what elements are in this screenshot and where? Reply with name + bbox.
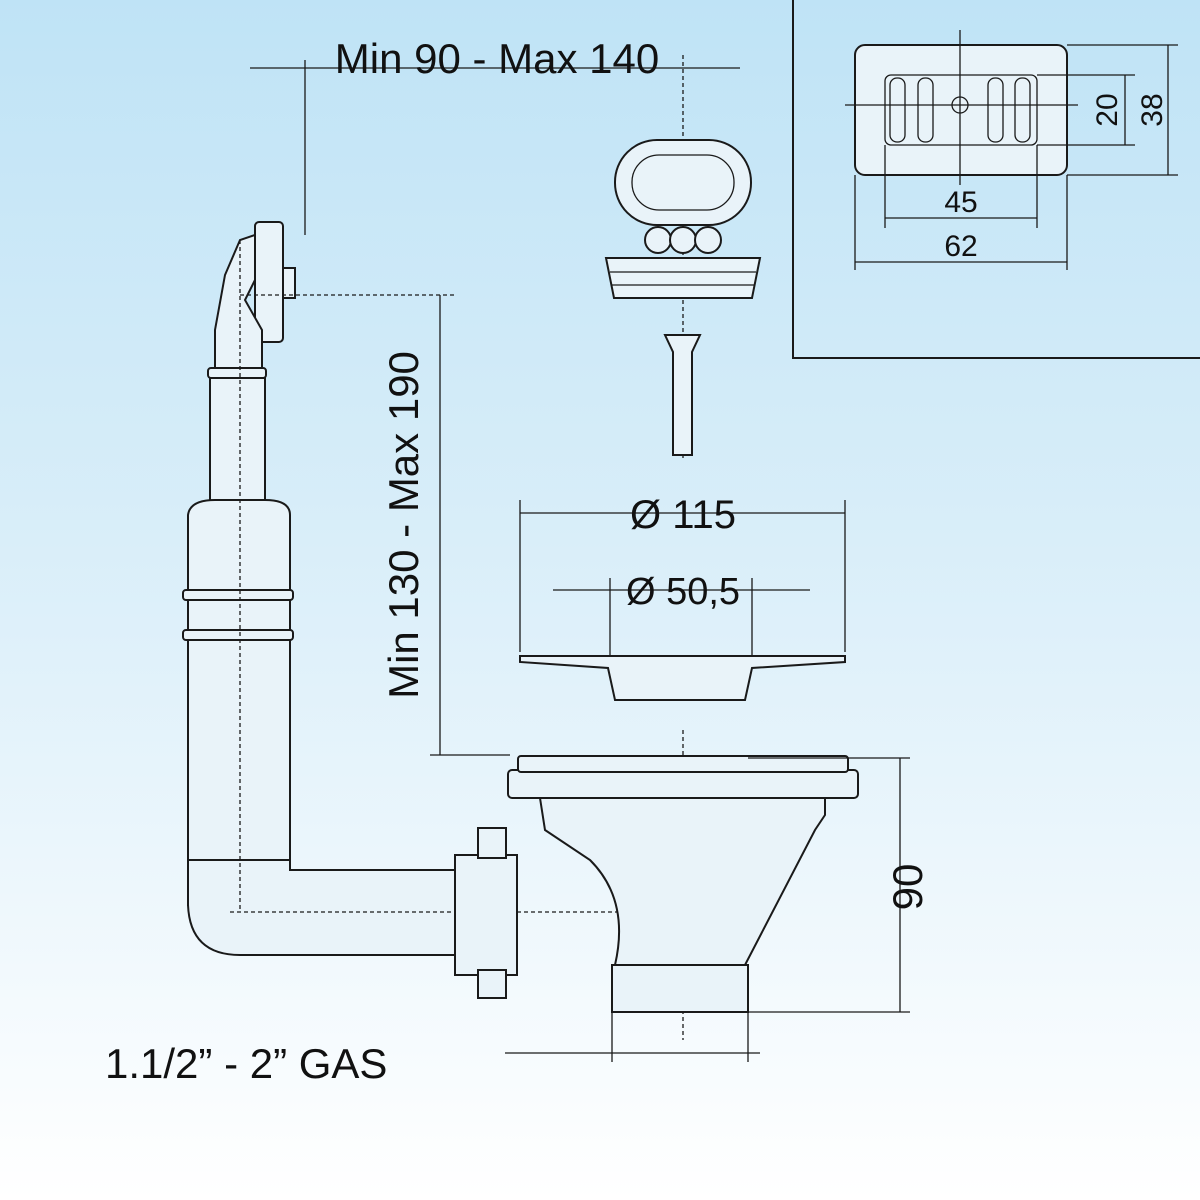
body-height-label: 90 <box>884 864 931 911</box>
strainer-inner-diameter-label: Ø 50,5 <box>626 571 740 613</box>
thread-label: 1.1/2” - 2” GAS <box>105 1040 387 1087</box>
slot-width-label: 45 <box>944 186 977 219</box>
overflow-distance-dimension: Min 90 - Max 140 <box>250 35 740 460</box>
overflow-height-dimension: Min 130 - Max 190 <box>380 295 510 756</box>
slot-height-label: 20 <box>1091 93 1124 126</box>
plate-width-label: 62 <box>944 230 977 263</box>
overflow-plate <box>854 44 1068 176</box>
strainer-diameter-label: Ø 115 <box>630 493 736 537</box>
overflow-height-label: Min 130 - Max 190 <box>380 351 427 699</box>
overflow-assembly <box>182 221 710 956</box>
overflow-plate-inset: 20 38 45 62 <box>792 0 1200 359</box>
overflow-distance-label: Min 90 - Max 140 <box>335 35 659 82</box>
sink-drain-body: 90 1.1/2” - 2” GAS <box>105 730 931 1087</box>
plate-height-label: 38 <box>1136 93 1169 126</box>
stopper <box>604 139 762 456</box>
strainer-basket: Ø 115 Ø 50,5 <box>519 493 846 701</box>
